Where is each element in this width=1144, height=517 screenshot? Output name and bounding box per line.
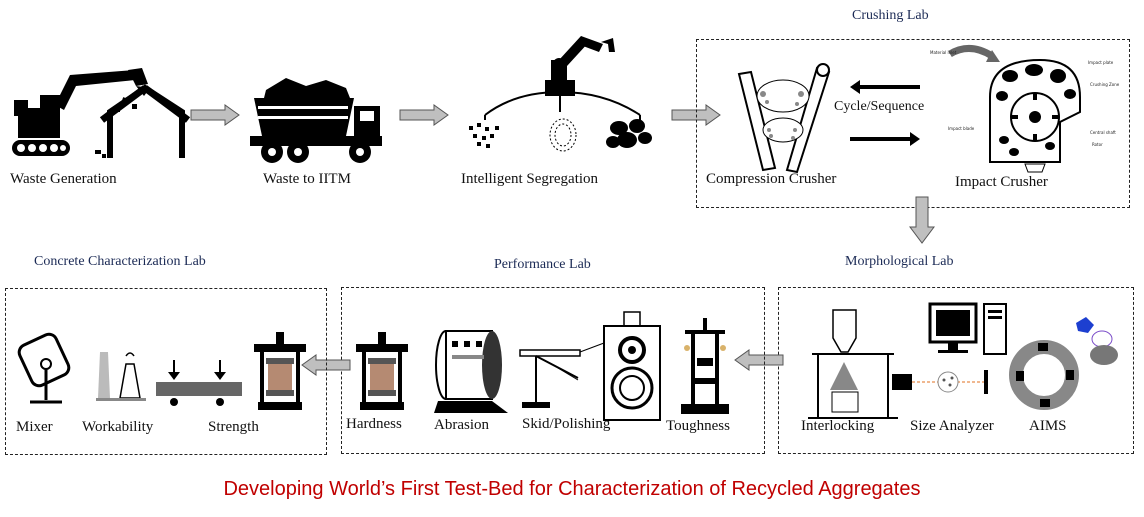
skid-polishing-label: Skid/Polishing [522,416,611,432]
compression-test-press-icon [254,332,306,410]
aims-label: AIMS [1029,418,1067,434]
robot-arm-segregation-icon [469,36,652,152]
impact-crusher-label: Impact Crusher [955,174,1048,190]
arrow-down-icon [909,196,935,244]
excavator-house-icon [12,68,191,158]
workability-label: Workability [82,419,154,435]
arrow-left-icon [734,349,784,371]
dump-truck-icon [250,78,382,163]
abrasion-drum-icon [434,330,508,413]
hardness-press-icon [356,332,408,410]
interlocking-label: Interlocking [801,418,875,434]
morphological-lab-title: Morphological Lab [845,254,954,269]
concrete-lab-box [5,288,327,455]
arrow-right-icon [850,132,920,146]
toughness-label: Toughness [666,418,730,434]
figure-caption: Developing World’s First Test-Bed for Ch… [223,478,921,500]
arrow-right-icon [190,104,240,126]
compression-crusher-label: Compression Crusher [706,171,837,187]
performance-lab-title: Performance Lab [494,257,591,272]
cycle-sequence-label: Cycle/Sequence [834,99,925,114]
material-inlet-label: Material inlet [930,50,957,55]
aims-device-icon [1009,317,1118,410]
concrete-mixer-icon [17,332,71,404]
compression-crusher-icon [737,63,831,174]
slump-cone-icon [96,352,146,401]
strength-label: Strength [208,419,259,435]
polishing-machine-icon [603,311,661,421]
crushing-lab-box [696,39,1130,208]
size-analyzer-icon [892,302,1007,394]
morphological-lab-box [778,287,1134,454]
mixer-label: Mixer [16,419,53,435]
hardness-label: Hardness [346,416,402,432]
crushing-lab-title: Crushing Lab [852,8,929,23]
intelligent-segregation-label: Intelligent Segregation [461,171,599,187]
impact-crusher-icon: Material inlet Impact plate Crushing Zon… [930,45,1120,173]
impact-blade-label: Impact blade [948,126,975,131]
concrete-lab-title: Concrete Characterization Lab [34,254,206,269]
impact-plate-label: Impact plate [1088,60,1114,65]
flexural-strength-icon [156,360,242,406]
toughness-tester-icon [681,318,729,414]
waste-generation-label: Waste Generation [10,171,117,187]
abrasion-label: Abrasion [434,417,489,433]
waste-to-iitm-label: Waste to IITM [263,171,351,187]
crushing-zone-label: Crushing Zone [1090,82,1120,87]
central-shaft-label: Central shaft [1090,130,1116,135]
rotor-label: Rotor [1092,142,1103,147]
size-analyzer-label: Size Analyzer [910,418,994,434]
arrow-right-icon [399,104,449,126]
arrow-left-icon [850,80,920,94]
interlocking-test-icon [808,309,898,419]
skid-resistance-tester-icon [519,339,613,408]
